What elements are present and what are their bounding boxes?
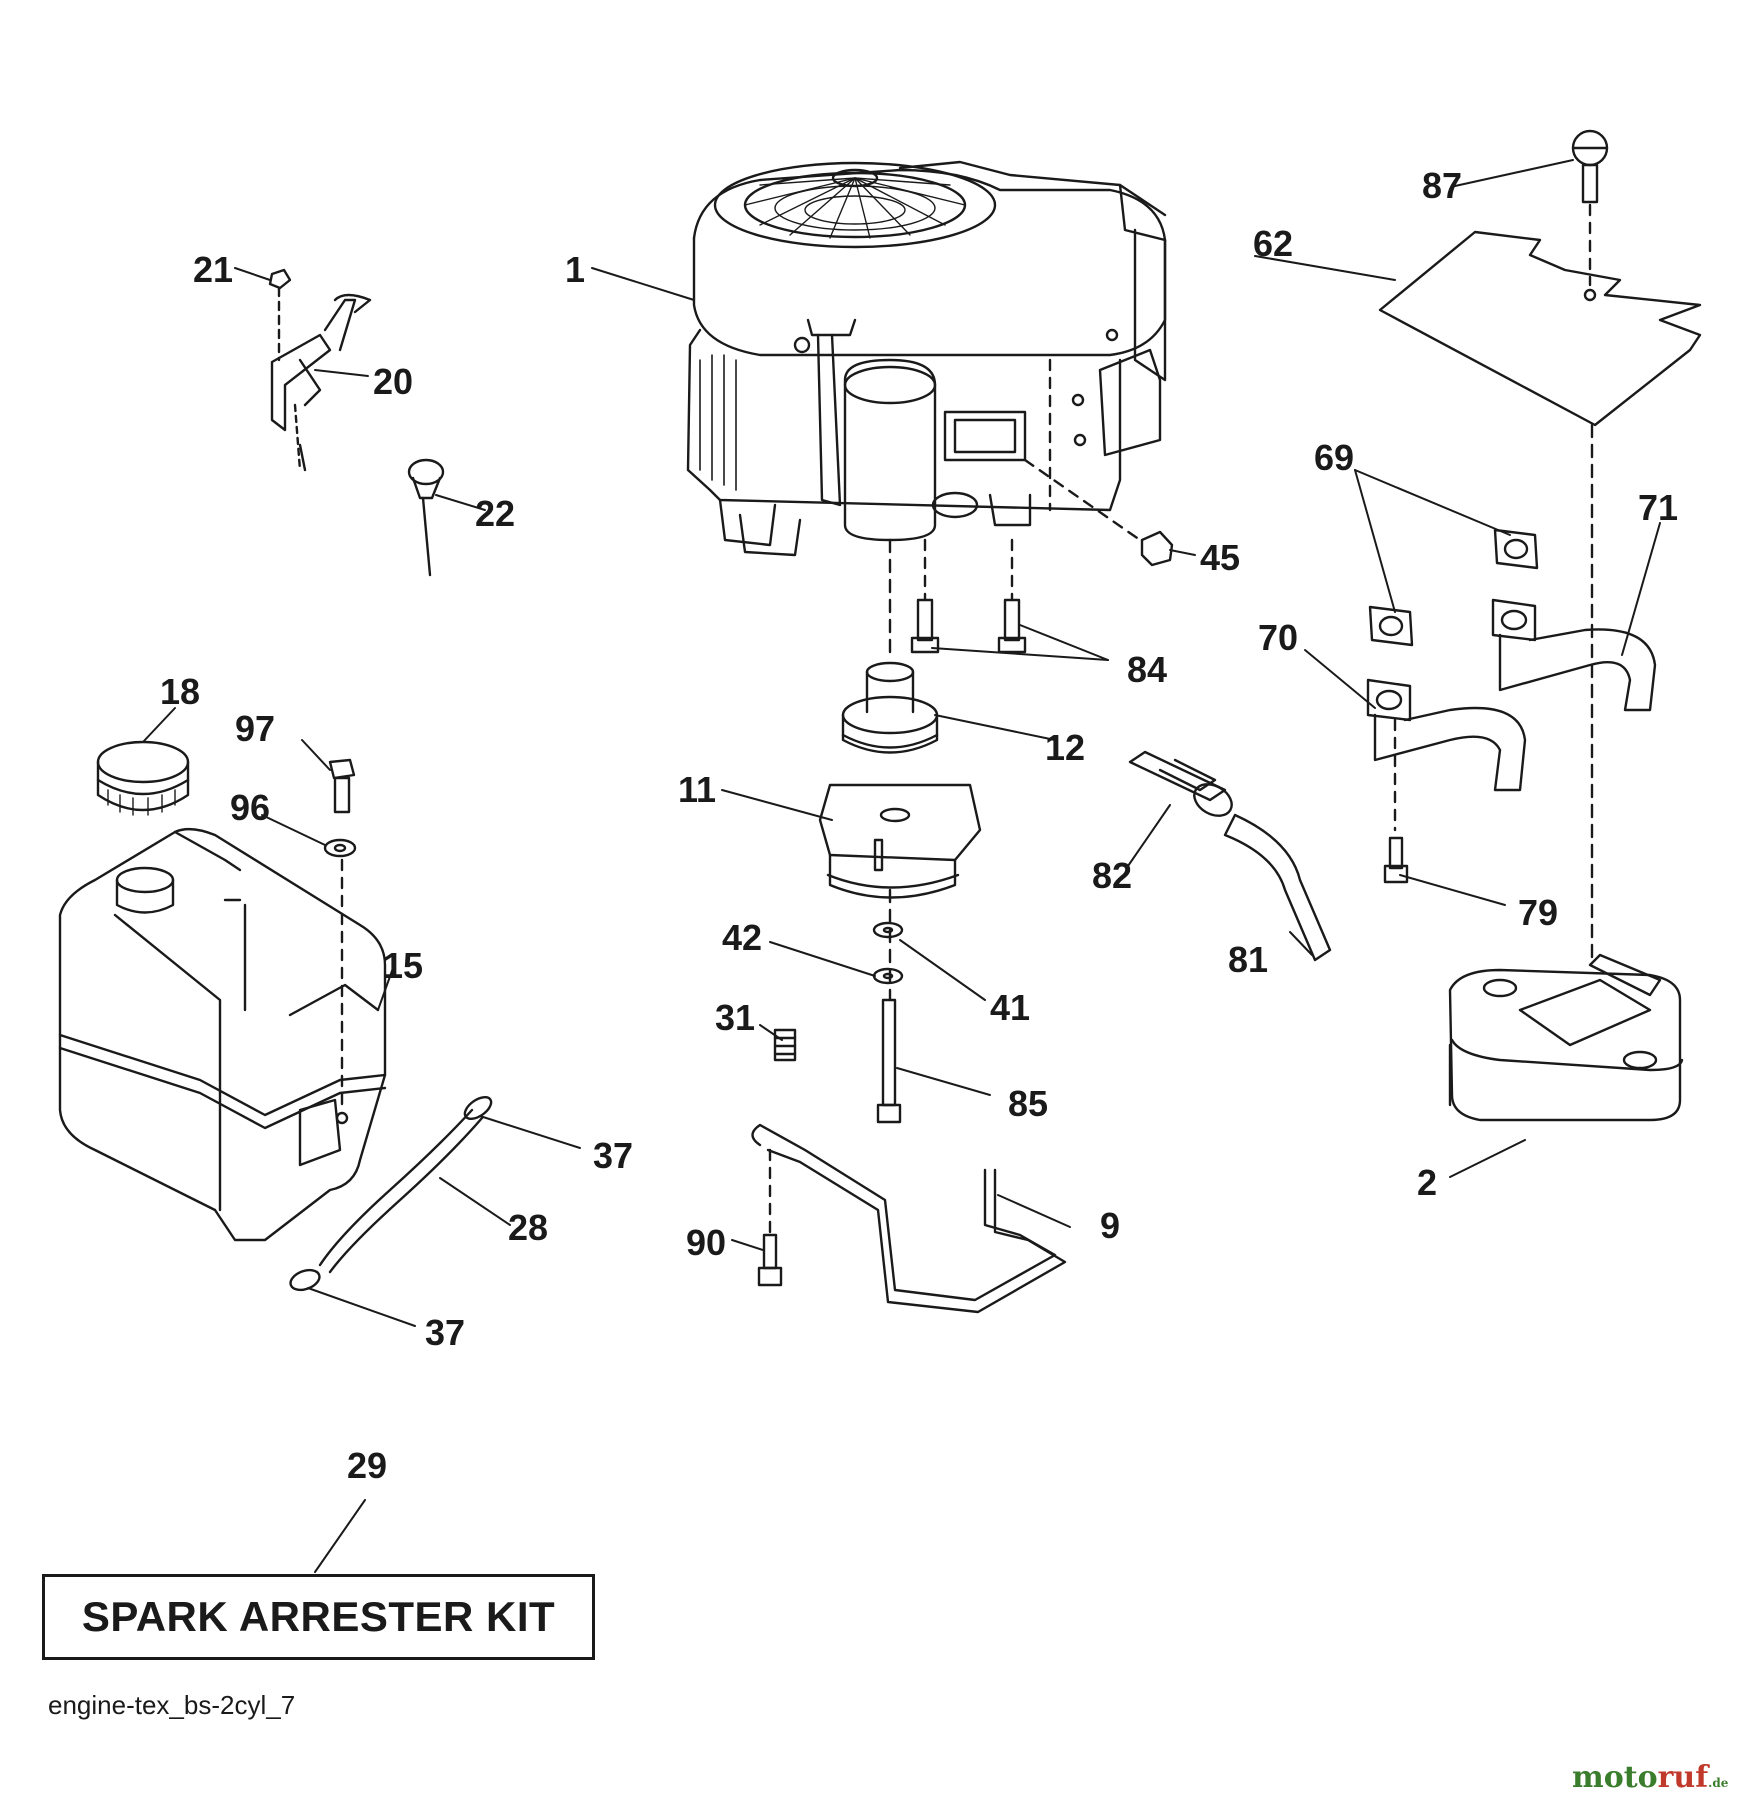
callout-21: 21: [193, 249, 234, 290]
bolt-79-part: [1383, 836, 1409, 884]
callout-79: 79: [1518, 892, 1559, 933]
washer-96-part: [323, 838, 357, 858]
bolt-97-part: [328, 758, 356, 814]
clutch-11-part: [818, 783, 982, 899]
watermark-logo: motoruf.de: [1572, 1760, 1729, 1795]
fuel-filter-82-part: [1128, 750, 1233, 817]
fuel-tank-15-part: [58, 827, 387, 1242]
callout-28: 28: [508, 1207, 549, 1248]
callout-96: 96: [230, 787, 271, 828]
callout-90: 90: [686, 1222, 727, 1263]
fuel-cap-18-part: [96, 740, 190, 816]
bolt-85-part: [876, 998, 902, 1124]
leader-lines: [142, 159, 1661, 1573]
heat-shield-62-part: [1378, 230, 1702, 427]
nut-45-part: [1140, 530, 1174, 567]
callout-22: 22: [475, 493, 516, 534]
callout-12: 12: [1045, 727, 1086, 768]
exhaust-pipe-71-part: [1491, 598, 1657, 712]
callout-9: 9: [1100, 1205, 1121, 1246]
bolt-84-part: [910, 538, 1027, 654]
kit-label: SPARK ARRESTER KIT: [81, 1593, 556, 1640]
exhaust-pipe-70-part: [1366, 678, 1527, 792]
callout-97: 97: [235, 708, 276, 749]
callout-1: 1: [565, 249, 586, 290]
callout-37a: 37: [593, 1135, 634, 1176]
knob-22-part: [407, 458, 445, 577]
callout-45: 45: [1200, 537, 1241, 578]
spring-31-part: [773, 1028, 797, 1062]
fuel-line-28-part: [318, 1108, 484, 1274]
callout-84: 84: [1127, 649, 1168, 690]
callout-42: 42: [722, 917, 763, 958]
callout-81: 81: [1228, 939, 1269, 980]
callout-18: 18: [160, 671, 201, 712]
bolt-87-part: [1571, 129, 1609, 287]
callout-2: 2: [1417, 1162, 1438, 1203]
muffler-2-part: [1448, 953, 1684, 1122]
diagram-caption: engine-tex_bs-2cyl_7: [48, 1690, 296, 1720]
pulley-12-part: [841, 661, 939, 754]
fuel-hose-81-part: [1223, 813, 1332, 962]
callout-31: 31: [715, 997, 756, 1038]
callout-29: 29: [347, 1445, 388, 1486]
gasket-69-part: [1368, 528, 1539, 647]
callout-71: 71: [1638, 487, 1679, 528]
callout-87: 87: [1422, 165, 1463, 206]
callout-20: 20: [373, 361, 414, 402]
bolt-90-part: [757, 1148, 783, 1287]
throttle-bracket-20-part: [270, 293, 372, 472]
callout-69: 69: [1314, 437, 1355, 478]
callout-15: 15: [383, 945, 424, 986]
engine-part: [686, 160, 1167, 557]
bolt-21-part: [268, 268, 292, 362]
callout-70: 70: [1258, 617, 1299, 658]
callout-37b: 37: [425, 1312, 466, 1353]
callout-82: 82: [1092, 855, 1133, 896]
spark-arrester-kit-box: SPARK ARRESTER KIT: [42, 1574, 595, 1660]
callout-41: 41: [990, 987, 1031, 1028]
callout-62: 62: [1253, 223, 1294, 264]
callout-11: 11: [678, 769, 717, 810]
washers-41-42-part: [872, 888, 904, 1002]
bracket-9-part: [751, 1123, 1067, 1314]
callout-85: 85: [1008, 1083, 1049, 1124]
